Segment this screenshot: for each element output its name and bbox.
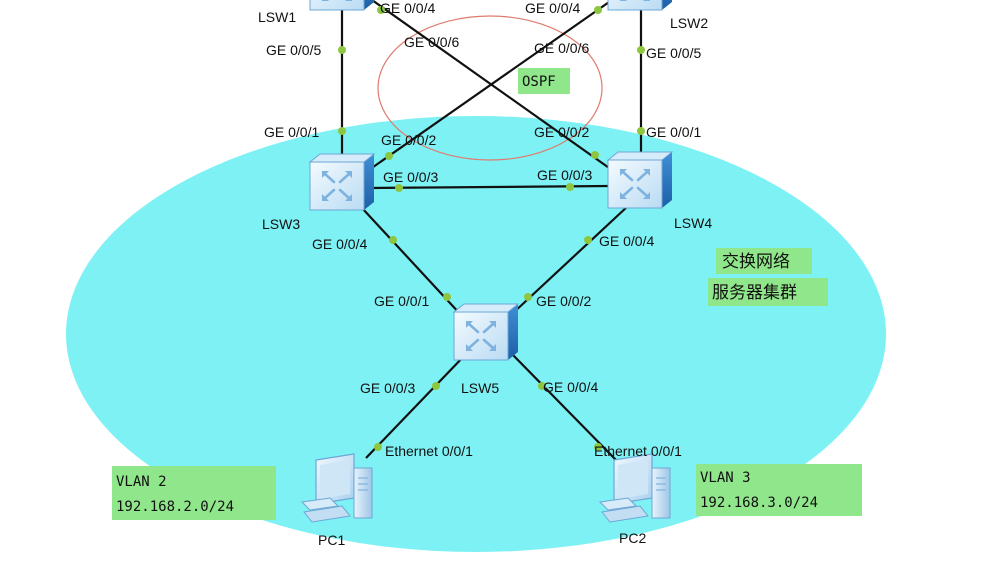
device-label-lsw5: LSW5 [461,380,499,396]
link-lsw5-pc2 [511,353,617,461]
device-label-lsw1: LSW1 [258,9,296,25]
ospf-tag: OSPF [522,74,556,90]
vlan2-name: VLAN 2 [116,474,167,490]
port-dot [443,293,451,301]
device-label-lsw2: LSW2 [670,15,708,31]
port-dot [524,293,532,301]
port-dot [584,236,592,244]
ospf-area-ring [377,15,603,161]
port-label: Ethernet 0/0/1 [385,443,473,459]
port-label: GE 0/0/6 [404,34,459,50]
vlan2-note-bg [112,466,276,520]
port-label: GE 0/0/1 [264,124,319,140]
switch-icon[interactable] [606,0,674,12]
port-label: GE 0/0/4 [525,0,580,16]
port-label: GE 0/0/4 [599,233,654,249]
device-label-lsw3: LSW3 [262,216,300,232]
port-dot [377,6,385,14]
port-label: GE 0/0/4 [543,379,598,395]
port-label: GE 0/0/4 [380,0,435,16]
cluster-caption-bg [716,248,812,274]
port-label: GE 0/0/2 [534,124,589,140]
port-dot [637,46,645,54]
port-dot [432,382,440,390]
port-dot [338,46,346,54]
vlan2-network: 192.168.2.0/24 [116,499,234,515]
port-label: Ethernet 0/0/1 [594,443,682,459]
link-lsw2-lsw3 [365,0,613,173]
port-dot [374,443,382,451]
port-label: GE 0/0/3 [360,380,415,396]
port-label: GE 0/0/2 [381,132,436,148]
port-label: GE 0/0/3 [537,167,592,183]
port-dot [594,443,602,451]
port-label: GE 0/0/6 [534,40,589,56]
port-dot [395,184,403,192]
port-label: GE 0/0/4 [312,236,367,252]
cluster-caption-line1: 交换网络 [722,252,790,272]
port-label: GE 0/0/2 [536,293,591,309]
port-dot [591,151,599,159]
port-dot [538,382,546,390]
port-dot [594,6,602,14]
link-lsw5-pc1 [365,353,467,459]
switch-icon[interactable] [308,0,376,12]
port-dot [338,127,346,135]
switch-icon[interactable] [452,302,520,362]
port-label: GE 0/0/1 [646,124,701,140]
port-label: GE 0/0/1 [374,293,429,309]
cluster-caption-line2: 服务器集群 [712,283,797,303]
port-dot [385,152,393,160]
vlan3-name: VLAN 3 [700,470,751,486]
port-label: GE 0/0/5 [266,42,321,58]
switch-icon[interactable] [308,152,376,212]
vlan3-network: 192.168.3.0/24 [700,495,818,511]
vlan3-note-bg [696,464,862,516]
port-label: GE 0/0/5 [646,45,701,61]
device-label-pc2: PC2 [619,530,646,546]
device-label-pc1: PC1 [318,532,345,548]
ospf-tag-bg [518,68,570,94]
device-label-lsw4: LSW4 [674,215,712,231]
port-dot [566,183,574,191]
port-dots [338,6,645,451]
port-label: GE 0/0/3 [383,169,438,185]
cluster-caption-bg [708,278,828,306]
port-dot [637,127,645,135]
switch-icon[interactable] [606,150,674,210]
port-dot [389,236,397,244]
